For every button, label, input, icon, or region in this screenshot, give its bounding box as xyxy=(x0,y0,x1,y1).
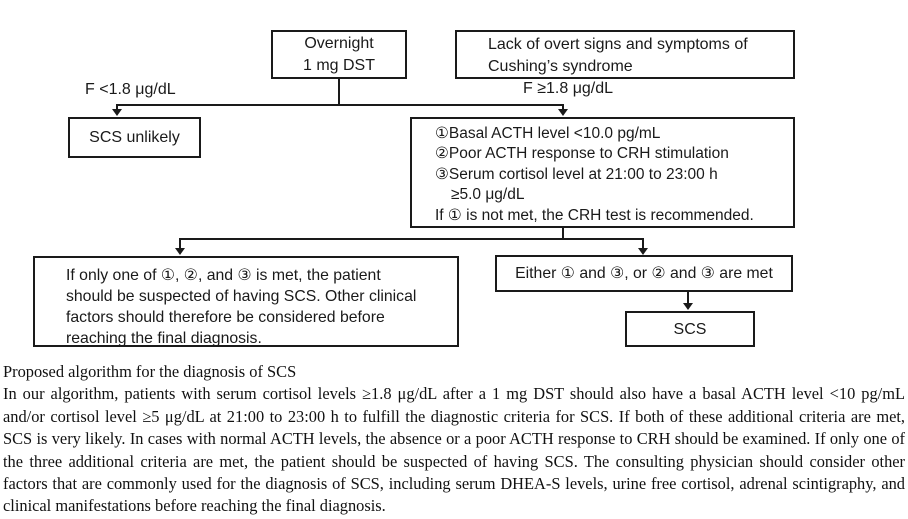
suspected-line-2: should be suspected of having SCS. Other… xyxy=(66,288,417,305)
connector-bottom-branch xyxy=(180,238,644,240)
scs-unlikely-label: SCS unlikely xyxy=(89,129,180,146)
branch-label-f-low: F <1.8 μg/dL xyxy=(85,81,176,98)
connector-dst-down xyxy=(338,79,340,105)
connector-stub-either xyxy=(642,238,644,249)
caption-body: In our algorithm, patients with serum co… xyxy=(3,384,905,516)
caption-title: Proposed algorithm for the diagnosis of … xyxy=(3,362,297,381)
either-criteria-met-label: Either ① and ③, or ② and ③ are met xyxy=(515,265,773,282)
connector-either-down xyxy=(687,291,689,304)
figure-caption: Proposed algorithm for the diagnosis of … xyxy=(3,361,905,518)
criteria-line-2: ②Poor ACTH response to CRH stimulation xyxy=(435,145,729,163)
connector-stub-scs-unlikely xyxy=(116,104,118,110)
lack-of-signs-line1: Lack of overt signs and symptoms of xyxy=(488,36,748,53)
suspected-line-1: If only one of ①, ②, and ③ is met, the p… xyxy=(66,267,381,284)
overnight-dst-line1: Overnight xyxy=(304,34,374,52)
branch-label-f-high: F ≥1.8 μg/dL xyxy=(523,80,614,97)
criteria-line-3: ③Serum cortisol level at 21:00 to 23:00 … xyxy=(435,165,718,183)
arrowhead-to-criteria xyxy=(558,109,568,116)
criteria-line-4: ≥5.0 μg/dL xyxy=(451,186,525,204)
connector-stub-suspected xyxy=(179,238,181,249)
scs-result-box: SCS xyxy=(625,311,755,347)
arrowhead-to-scs xyxy=(683,303,693,310)
connector-stub-criteria xyxy=(562,104,564,110)
arrowhead-to-scs-unlikely xyxy=(112,109,122,116)
arrowhead-to-suspected xyxy=(175,248,185,255)
overnight-dst-line2: 1 mg DST xyxy=(302,56,375,74)
lack-of-signs-box: Lack of overt signs and symptoms of Cush… xyxy=(455,30,795,79)
criteria-box: ①Basal ACTH level <10.0 pg/mL ②Poor ACTH… xyxy=(410,117,795,228)
connector-criteria-down xyxy=(562,228,564,240)
criteria-line-5: If ① is not met, the CRH test is recomme… xyxy=(435,206,754,224)
suspected-scs-box: If only one of ①, ②, and ③ is met, the p… xyxy=(33,256,459,347)
suspected-line-4: reaching the final diagnosis. xyxy=(66,330,262,347)
scs-unlikely-box: SCS unlikely xyxy=(68,117,201,158)
either-criteria-met-box: Either ① and ③, or ② and ③ are met xyxy=(495,255,793,292)
criteria-line-1: ①Basal ACTH level <10.0 pg/mL xyxy=(435,125,661,142)
overnight-dst-box: Overnight 1 mg DST xyxy=(271,30,407,79)
connector-top-branch xyxy=(117,104,564,106)
arrowhead-to-either xyxy=(638,248,648,255)
suspected-line-3: factors should therefore be considered b… xyxy=(66,309,385,326)
scs-result-label: SCS xyxy=(673,320,707,338)
lack-of-signs-line2: Cushing’s syndrome xyxy=(488,57,633,75)
